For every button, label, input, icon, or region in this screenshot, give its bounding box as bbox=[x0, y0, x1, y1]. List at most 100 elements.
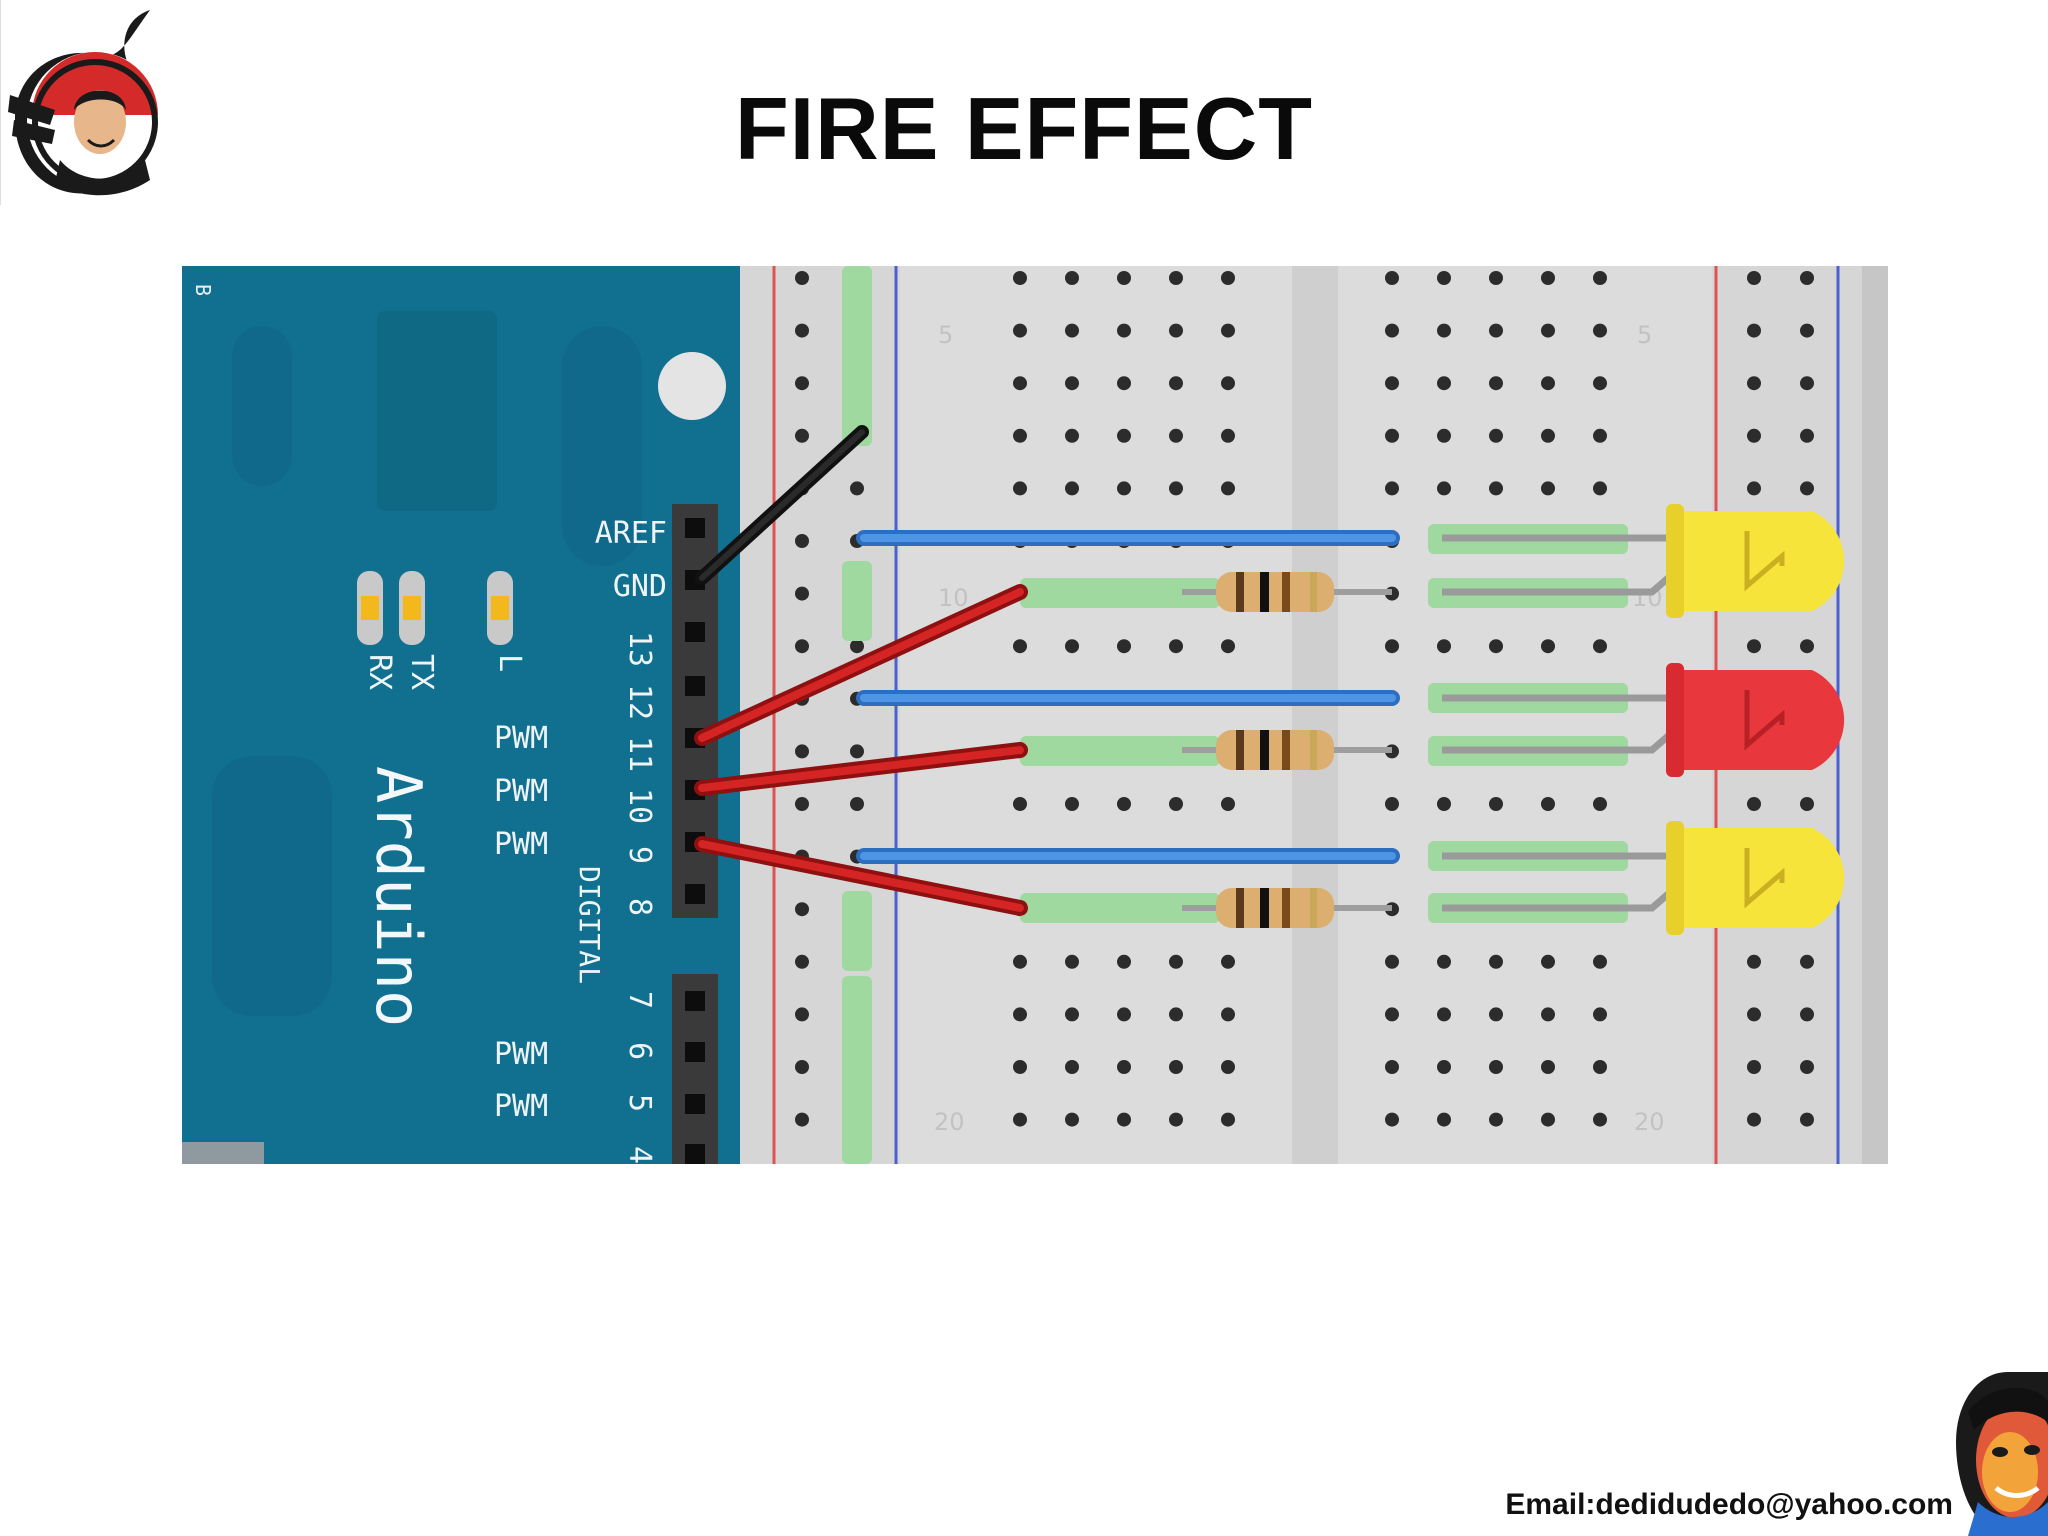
breadboard-hole bbox=[1117, 376, 1131, 391]
breadboard-hole bbox=[1221, 1112, 1235, 1127]
breadboard-hole bbox=[795, 323, 809, 338]
breadboard-hole bbox=[1541, 954, 1555, 969]
breadboard-hole bbox=[1117, 639, 1131, 654]
breadboard-hole bbox=[1221, 1060, 1235, 1074]
row-number-20-right: 20 bbox=[1634, 1108, 1665, 1136]
breadboard-hole bbox=[1117, 1060, 1131, 1074]
breadboard-hole bbox=[1800, 376, 1814, 391]
breadboard-hole bbox=[1437, 481, 1451, 496]
breadboard-hole bbox=[1065, 797, 1079, 811]
breadboard-hole bbox=[1117, 481, 1131, 496]
breadboard-hole bbox=[1117, 1112, 1131, 1127]
breadboard-hole bbox=[1747, 428, 1761, 443]
breadboard-hole bbox=[1385, 1007, 1399, 1022]
breadboard-hole bbox=[1747, 1007, 1761, 1022]
breadboard-hole bbox=[1385, 1112, 1399, 1127]
breadboard-hole bbox=[1541, 1060, 1555, 1074]
breadboard-hole bbox=[1541, 1112, 1555, 1127]
circuit-diagram: B RX TX L Arduino AREF GND 13 12 11 10 9… bbox=[182, 266, 1888, 1164]
breadboard-hole bbox=[1221, 797, 1235, 811]
breadboard-hole bbox=[1541, 323, 1555, 338]
breadboard-hole bbox=[1013, 323, 1027, 338]
header-socket bbox=[685, 1144, 705, 1164]
avatar bbox=[1956, 1372, 2048, 1536]
breadboard-hole bbox=[1800, 1112, 1814, 1127]
breadboard-hole bbox=[1385, 639, 1399, 654]
pwm-label-5: PWM bbox=[494, 1089, 548, 1124]
breadboard-hole bbox=[1065, 1007, 1079, 1022]
breadboard-hole bbox=[1437, 639, 1451, 654]
breadboard-hole bbox=[1221, 639, 1235, 654]
breadboard-center-channel bbox=[1292, 266, 1338, 1164]
header-label-aref: AREF bbox=[595, 516, 667, 551]
breadboard-hole bbox=[1013, 271, 1027, 285]
breadboard-hole bbox=[1117, 428, 1131, 443]
breadboard-hole bbox=[1541, 797, 1555, 811]
board-corner-mark: B bbox=[191, 284, 215, 296]
pin-label-10: 10 bbox=[622, 788, 657, 824]
breadboard-hole bbox=[1221, 428, 1235, 443]
breadboard-hole bbox=[1593, 1112, 1607, 1127]
wire-red-pin10-core bbox=[698, 746, 1024, 792]
breadboard-hole bbox=[1593, 954, 1607, 969]
breadboard-hole bbox=[1169, 1112, 1183, 1127]
breadboard-hole bbox=[795, 1112, 809, 1127]
breadboard-hole bbox=[1437, 954, 1451, 969]
breadboard-hole bbox=[1437, 1112, 1451, 1127]
breadboard-hole bbox=[1747, 271, 1761, 285]
breadboard-hole bbox=[850, 481, 864, 496]
breadboard-hole bbox=[1221, 1007, 1235, 1022]
pin-label-9: 9 bbox=[622, 846, 657, 864]
breadboard-hole bbox=[1013, 1060, 1027, 1074]
breadboard-hole bbox=[1800, 639, 1814, 654]
slide-title: FIRE EFFECT bbox=[734, 79, 1314, 178]
resistor-1 bbox=[1182, 572, 1392, 612]
breadboard-hole bbox=[1169, 323, 1183, 338]
resistor-3 bbox=[1182, 888, 1392, 928]
breadboard-hole bbox=[1541, 428, 1555, 443]
breadboard-hole bbox=[1385, 797, 1399, 811]
breadboard-hole bbox=[1593, 323, 1607, 338]
breadboard-hole bbox=[850, 639, 864, 654]
breadboard-hole bbox=[1437, 1007, 1451, 1022]
digital-label: DIGITAL bbox=[573, 866, 606, 984]
breadboard-hole bbox=[1065, 954, 1079, 969]
breadboard-hole bbox=[1385, 376, 1399, 391]
breadboard-hole bbox=[1065, 376, 1079, 391]
breadboard-hole bbox=[1385, 271, 1399, 285]
breadboard-hole bbox=[795, 376, 809, 391]
breadboard-hole bbox=[795, 534, 809, 548]
header-socket bbox=[685, 676, 705, 696]
breadboard-hole bbox=[1065, 481, 1079, 496]
pwm-label-6: PWM bbox=[494, 1037, 548, 1072]
breadboard-hole bbox=[1489, 639, 1503, 654]
breadboard-hole bbox=[1221, 481, 1235, 496]
breadboard-hole bbox=[1013, 1007, 1027, 1022]
row-number-5-right: 5 bbox=[1637, 321, 1652, 349]
wire-red-pin11-core bbox=[698, 588, 1024, 742]
breadboard-hole bbox=[1593, 376, 1607, 391]
breadboard-hole bbox=[1437, 271, 1451, 285]
breadboard-hole bbox=[1169, 481, 1183, 496]
breadboard-hole bbox=[1593, 271, 1607, 285]
breadboard-hole bbox=[1013, 376, 1027, 391]
breadboard-hole bbox=[795, 586, 809, 601]
breadboard-hole bbox=[1221, 954, 1235, 969]
breadboard-hole bbox=[1013, 481, 1027, 496]
pin-label-11: 11 bbox=[622, 736, 657, 772]
breadboard-hole bbox=[1541, 1007, 1555, 1022]
breadboard-hole bbox=[795, 744, 809, 759]
header-socket bbox=[685, 1042, 705, 1062]
pwm-label-10: PWM bbox=[494, 774, 548, 809]
pin-label-6: 6 bbox=[622, 1042, 657, 1060]
breadboard-hole bbox=[850, 744, 864, 759]
pin-label-5: 5 bbox=[622, 1094, 657, 1112]
board-leds bbox=[357, 571, 513, 645]
breadboard-hole bbox=[1747, 481, 1761, 496]
breadboard-hole bbox=[1800, 323, 1814, 338]
led-yellow-bottom bbox=[1666, 821, 1845, 935]
pin-label-12: 12 bbox=[622, 684, 657, 720]
breadboard-hole bbox=[1541, 376, 1555, 391]
breadboard-hole bbox=[1169, 797, 1183, 811]
breadboard-hole bbox=[1800, 1060, 1814, 1074]
